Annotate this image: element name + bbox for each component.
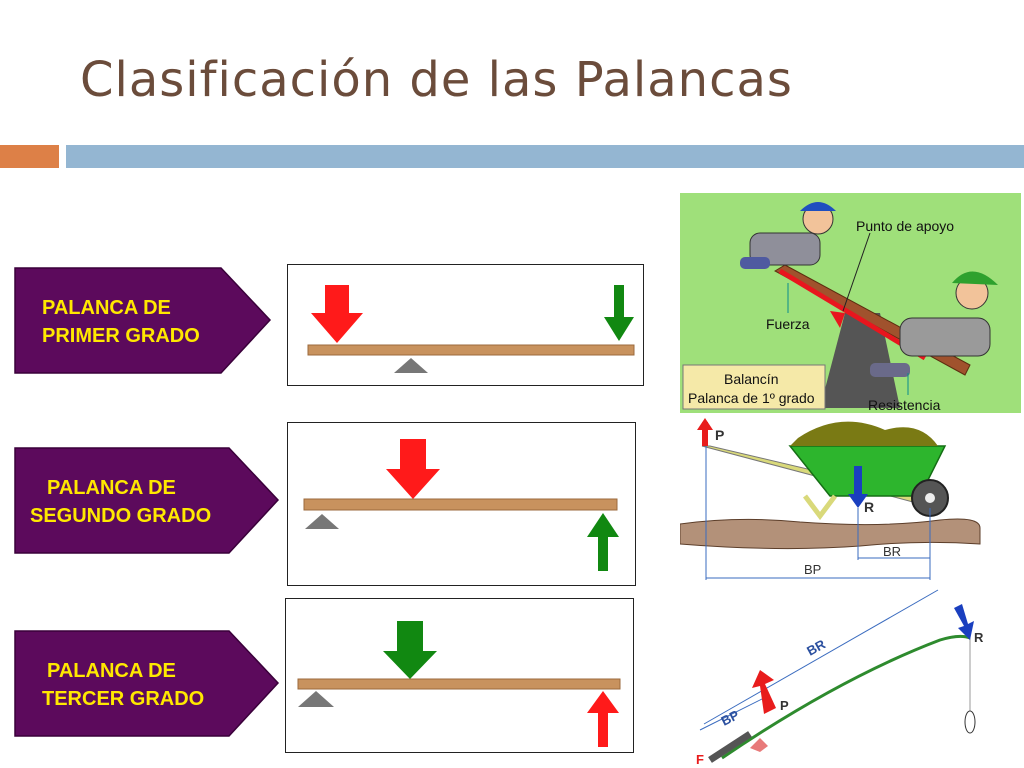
effort-arrow-down-red-icon [311, 285, 363, 343]
lever-label-second: PALANCA DE SEGUNDO GRADO [14, 447, 280, 554]
fulcrum-icon [305, 514, 339, 529]
resistance-arrow-up-red-icon [587, 691, 619, 747]
rod-handle [708, 731, 752, 763]
r-arrow-icon [954, 604, 974, 640]
fulcrum-icon [298, 691, 334, 707]
wheelbarrow-load [790, 421, 938, 446]
br-label: BR [883, 544, 901, 559]
f-label: F [696, 752, 704, 767]
lever-label-first-line2: PRIMER GRADO [42, 325, 200, 347]
boy-cap [800, 202, 836, 211]
p-label: P [715, 427, 724, 443]
lever-diagram-second [287, 422, 636, 586]
lever-diagram-third [285, 598, 634, 753]
fish-icon [964, 710, 976, 734]
boy-leg [740, 257, 770, 269]
lever-beam [297, 678, 621, 690]
p-label: P [780, 698, 789, 713]
man-leg [870, 363, 910, 377]
wheelbarrow-illustration: P R BR BP [680, 418, 981, 580]
fishing-rod-illustration: BR BP P R F [696, 589, 984, 767]
r-label: R [864, 499, 874, 515]
effort-arrow-up-green-icon [587, 513, 619, 571]
accent-bar-orange [0, 145, 59, 168]
effort-arrow-down-red-icon [386, 439, 440, 499]
lever-label-second-line2: SEGUNDO GRADO [30, 505, 211, 527]
fishing-rod [721, 634, 971, 760]
man-body [899, 317, 991, 357]
boy-body [749, 232, 821, 266]
seesaw-stand [820, 313, 900, 408]
fulcrum-marker-icon [830, 311, 845, 328]
page-title: Clasificación de las Palancas [80, 52, 793, 108]
lever-label-third-line1: PALANCA DE [47, 660, 176, 682]
fulcrum-pointer [842, 232, 871, 312]
bp-dimension [699, 695, 769, 731]
seesaw-illustration: Punto de apoyo Fuerza Resistencia Balanc… [680, 193, 1021, 413]
bp-label: BP [804, 562, 821, 577]
f-arrow-icon [750, 738, 768, 752]
lever-label-first-line1: PALANCA DE [42, 297, 171, 319]
ground [680, 518, 981, 550]
lever-label-second-line1: PALANCA DE [47, 477, 176, 499]
lever-label-first: PALANCA DE PRIMER GRADO [14, 267, 272, 374]
force-label: Fuerza [766, 316, 810, 332]
wheelbarrow-stand [803, 494, 837, 521]
lever-beam [307, 344, 635, 356]
p-arrow-icon [697, 418, 713, 446]
fulcrum-icon [394, 358, 428, 373]
lever-diagram-first [287, 264, 644, 386]
r-arrow-icon [848, 466, 868, 508]
accent-bar-blue [66, 145, 1024, 168]
caption-box [682, 364, 826, 410]
lever-beam [303, 498, 618, 511]
wheel-hub [925, 493, 935, 503]
lever-label-third: PALANCA DE TERCER GRADO [14, 630, 280, 737]
br-dimension [703, 589, 939, 725]
r-label: R [974, 630, 984, 645]
man-cap [952, 271, 998, 285]
fulcrum-label: Punto de apoyo [856, 218, 954, 234]
caption-line1: Balancín [724, 371, 778, 387]
resistance-label: Resistencia [868, 397, 941, 413]
p-arrow-icon [752, 670, 776, 714]
lever-label-third-line2: TERCER GRADO [42, 688, 204, 710]
resistance-arrow-down-green-icon [604, 285, 634, 341]
bp-label: BP [719, 707, 742, 729]
effort-arrow-down-green-icon [383, 621, 437, 679]
caption-line2: Palanca de 1º grado [688, 390, 815, 406]
